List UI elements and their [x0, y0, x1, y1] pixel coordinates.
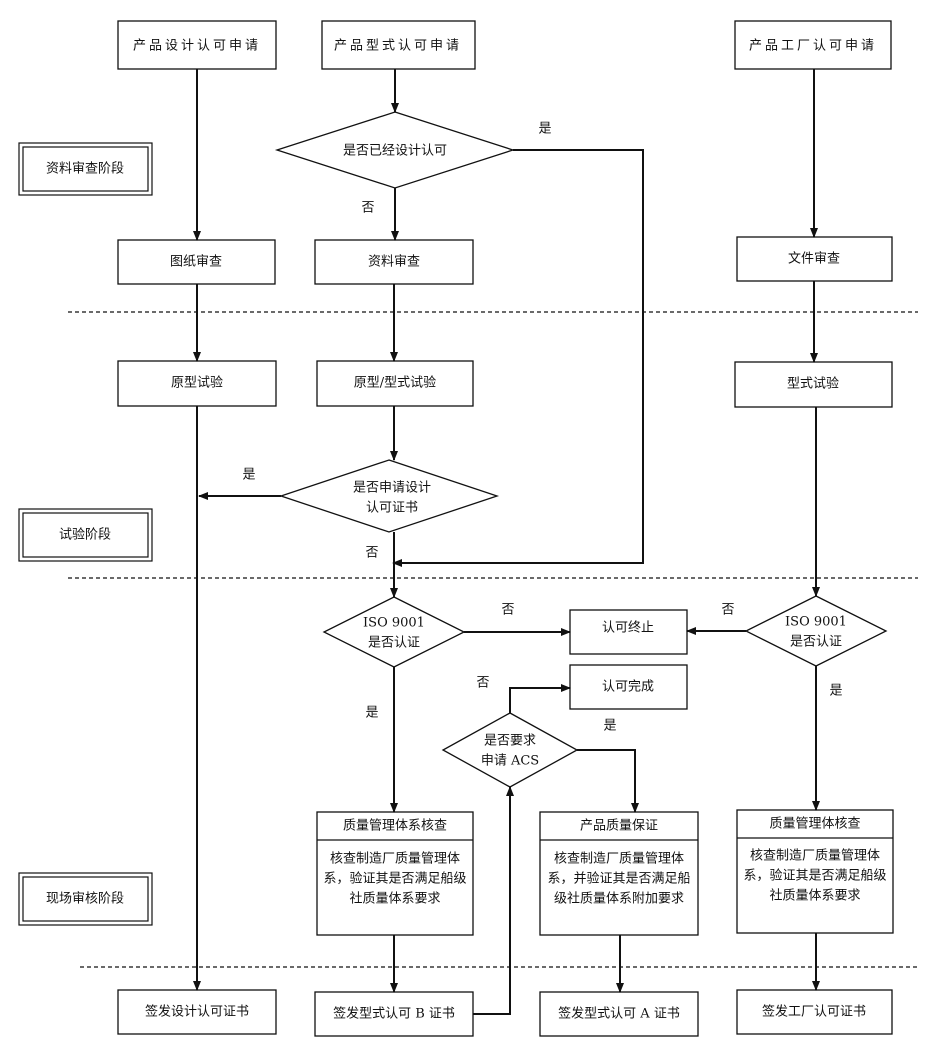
qms-left-line-1: 核查制造厂质量管理体: [330, 852, 460, 867]
label-designed-yes: 是: [538, 122, 551, 137]
stage-label-test: 试验阶段: [18, 508, 153, 562]
decision-iso-left: [322, 596, 466, 668]
approval-completed-text: 认可完成: [602, 680, 654, 695]
issue-design-cert-text: 签发设计认可证书: [145, 1004, 249, 1020]
issue-factory-cert-text: 签发工厂认可证书: [762, 1004, 866, 1020]
stage-test-text: 试验阶段: [59, 527, 111, 543]
stage-label-review: 资料审查阶段: [18, 142, 153, 196]
decision-acs: [441, 712, 579, 788]
decision-apply-design-cert: [278, 459, 500, 533]
product-qa-line-3: 级社质量体系附加要求: [554, 891, 684, 907]
label-apply-yes: 是: [242, 468, 255, 483]
arrow-acs-no: [509, 684, 571, 713]
label-designed-no: 否: [361, 201, 374, 216]
arrow-acs-yes: [577, 749, 639, 813]
qms-right-line-3: 社质量体系要求: [769, 888, 860, 904]
doc-review-box: [736, 236, 893, 282]
decision-designed-text: 是否已经设计认可: [343, 144, 447, 159]
decision-iso-right-line-2: 是否认证: [790, 635, 842, 650]
stage-onsite-text: 现场审核阶段: [46, 892, 124, 907]
qms-right-line-2: 系，验证其是否满足船级: [743, 868, 886, 884]
doc-review-text: 文件审查: [788, 252, 840, 267]
issue-type-a-cert-text: 签发型式认可 A 证书: [558, 1006, 680, 1022]
approval-completed-box: [569, 664, 688, 710]
issue-type-b-cert-box: [314, 991, 474, 1037]
qms-left-line-2: 系，验证其是否满足船级: [323, 871, 466, 887]
decision-apply-line-2: 认可证书: [366, 501, 418, 516]
qms-right-line-1: 核查制造厂质量管理体: [750, 849, 880, 864]
header-type-text: 产品型式认可申请: [334, 39, 462, 54]
header-design-text: 产品设计认可申请: [133, 39, 261, 54]
label-apply-no: 否: [365, 546, 378, 561]
arrow-designed-yes: [392, 149, 644, 567]
decision-iso-right-line-1: ISO 9001: [785, 615, 847, 630]
approval-terminated-box: [569, 609, 688, 655]
product-qa-line-1: 核查制造厂质量管理体: [554, 852, 684, 867]
decision-acs-line-2: 申请 ACS: [481, 754, 539, 769]
prototype-type-test-text: 原型/型式试验: [354, 375, 436, 391]
label-iso-right-no: 否: [721, 603, 734, 618]
decision-iso-right: [744, 595, 888, 667]
label-iso-left-yes: 是: [365, 706, 378, 721]
header-type-box: [321, 20, 476, 70]
issue-type-b-cert-text: 签发型式认可 B 证书: [333, 1006, 455, 1022]
drawing-review-text: 图纸审查: [170, 255, 222, 270]
prototype-test-box: [117, 360, 277, 407]
qms-right-title: 质量管理体核查: [769, 817, 860, 832]
type-test-box: [734, 361, 893, 408]
label-iso-left-no: 否: [501, 603, 514, 618]
product-qa-box: [539, 811, 699, 936]
qms-check-left-box: [316, 811, 474, 936]
arrow-cert-b-to-acs: [473, 786, 514, 1015]
data-review-text: 资料审查: [368, 255, 420, 270]
decision-iso-left-line-1: ISO 9001: [363, 616, 425, 631]
decision-iso-left-line-2: 是否认证: [368, 636, 420, 651]
prototype-test-text: 原型试验: [171, 375, 223, 391]
label-iso-right-yes: 是: [829, 684, 842, 699]
prototype-type-test-box: [316, 360, 474, 407]
label-acs-no: 否: [476, 676, 489, 691]
type-test-text: 型式试验: [787, 376, 839, 392]
decision-acs-line-1: 是否要求: [484, 734, 536, 749]
qms-check-right-box: [736, 809, 894, 934]
label-acs-yes: 是: [603, 719, 616, 734]
qms-left-line-3: 社质量体系要求: [349, 891, 440, 907]
stage-review-text: 资料审查阶段: [46, 162, 124, 177]
decision-apply-line-1: 是否申请设计: [353, 481, 431, 496]
issue-factory-cert-box: [736, 989, 893, 1035]
product-qa-line-2: 系，并验证其是否满足船: [547, 871, 690, 887]
product-qa-title: 产品质量保证: [580, 819, 658, 834]
issue-design-cert-box: [117, 989, 277, 1035]
stage-label-onsite: 现场审核阶段: [18, 872, 153, 926]
header-factory-text: 产品工厂认可申请: [749, 39, 877, 54]
issue-type-a-cert-box: [539, 991, 699, 1037]
header-factory-box: [734, 20, 892, 70]
qms-left-title: 质量管理体系核查: [343, 819, 447, 834]
approval-terminated-text: 认可终止: [602, 620, 654, 636]
